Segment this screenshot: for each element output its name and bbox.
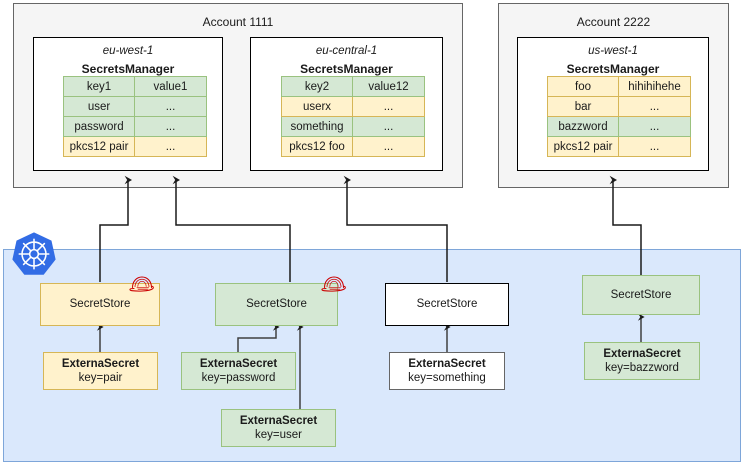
external-secret-1[interactable]: ExternaSecret key=pair <box>43 352 158 390</box>
secret-key: user <box>63 96 135 117</box>
service-title: SecretsManager <box>300 62 393 76</box>
secret-store-1[interactable]: SecretStore <box>40 283 160 326</box>
secret-key: userx <box>281 96 353 117</box>
external-secret-title: ExternaSecret <box>408 357 486 370</box>
secret-key: pkcs12 foo <box>281 136 353 157</box>
table-row: userx ... <box>281 96 425 117</box>
external-secret-key: key=password <box>201 372 276 384</box>
secret-store-label: SecretStore <box>246 298 307 311</box>
secret-value: ... <box>352 116 425 137</box>
external-secret-key: key=bazzword <box>605 362 679 374</box>
external-secret-title: ExternaSecret <box>199 357 278 370</box>
region-name: eu-west-1 <box>102 45 154 57</box>
table-row: bazzword ... <box>547 116 691 137</box>
secret-key: pkcs12 pair <box>547 136 619 157</box>
region-name: eu-central-1 <box>315 45 378 57</box>
table-row: bar ... <box>547 96 691 117</box>
secret-value: ... <box>618 116 691 137</box>
secret-store-4[interactable]: SecretStore <box>582 275 700 315</box>
secret-value: value1 <box>134 76 207 97</box>
service-title: SecretsManager <box>81 62 175 76</box>
table-row: pkcs12 foo ... <box>281 136 425 157</box>
secrets-table-eu-west-1: key1 value1 user ... password ... pkcs12… <box>63 76 207 157</box>
secret-value: ... <box>618 96 691 117</box>
region-name: us-west-1 <box>588 45 638 57</box>
table-row: pkcs12 pair ... <box>63 136 207 157</box>
secret-value: ... <box>134 96 207 117</box>
secret-store-2[interactable]: SecretStore <box>215 283 338 326</box>
secret-value: ... <box>134 136 207 157</box>
secret-value: ... <box>618 136 691 157</box>
external-secret-key: key=pair <box>78 372 123 384</box>
table-row: pkcs12 pair ... <box>547 136 691 157</box>
table-row: password ... <box>63 116 207 137</box>
table-row: something ... <box>281 116 425 137</box>
secret-value: ... <box>352 96 425 117</box>
secret-key: password <box>63 116 135 137</box>
service-title: SecretsManager <box>566 62 660 76</box>
secret-value: ... <box>134 116 207 137</box>
secrets-table-eu-central-1: key2 value12 userx ... something ... pkc… <box>281 76 425 157</box>
external-secret-title: ExternaSecret <box>239 414 318 427</box>
secret-store-3[interactable]: SecretStore <box>385 283 509 326</box>
external-secret-5[interactable]: ExternaSecret key=bazzword <box>584 342 700 380</box>
external-secret-key: key=user <box>255 429 302 441</box>
secret-key: pkcs12 pair <box>63 136 135 157</box>
secret-store-label: SecretStore <box>69 298 131 311</box>
redhat-icon <box>318 272 350 296</box>
secret-key: key1 <box>63 76 135 97</box>
secret-value: hihihihehe <box>618 76 691 97</box>
secret-store-label: SecretStore <box>610 288 672 301</box>
external-secret-2[interactable]: ExternaSecret key=password <box>181 352 296 390</box>
account-title: Account 1111 <box>202 15 274 29</box>
redhat-icon <box>126 272 158 296</box>
account-title: Account 2222 <box>576 15 651 29</box>
external-secret-3[interactable]: ExternaSecret key=user <box>221 409 336 447</box>
secret-key: bar <box>547 96 619 117</box>
table-row: key2 value12 <box>281 76 425 97</box>
table-row: foo hihihihehe <box>547 76 691 97</box>
secret-key: bazzword <box>547 116 619 137</box>
external-secret-key: key=something <box>408 372 486 384</box>
secret-key: foo <box>547 76 619 97</box>
table-row: user ... <box>63 96 207 117</box>
external-secret-title: ExternaSecret <box>603 347 681 360</box>
external-secret-4[interactable]: ExternaSecret key=something <box>389 352 505 390</box>
secret-value: value12 <box>352 76 425 97</box>
table-row: key1 value1 <box>63 76 207 97</box>
secret-store-label: SecretStore <box>416 298 478 311</box>
secret-value: ... <box>352 136 425 157</box>
secret-key: key2 <box>281 76 353 97</box>
secrets-table-us-west-1: foo hihihihehe bar ... bazzword ... pkcs… <box>547 76 691 157</box>
kubernetes-logo <box>11 231 57 277</box>
external-secret-title: ExternaSecret <box>61 357 140 370</box>
secret-key: something <box>281 116 353 137</box>
